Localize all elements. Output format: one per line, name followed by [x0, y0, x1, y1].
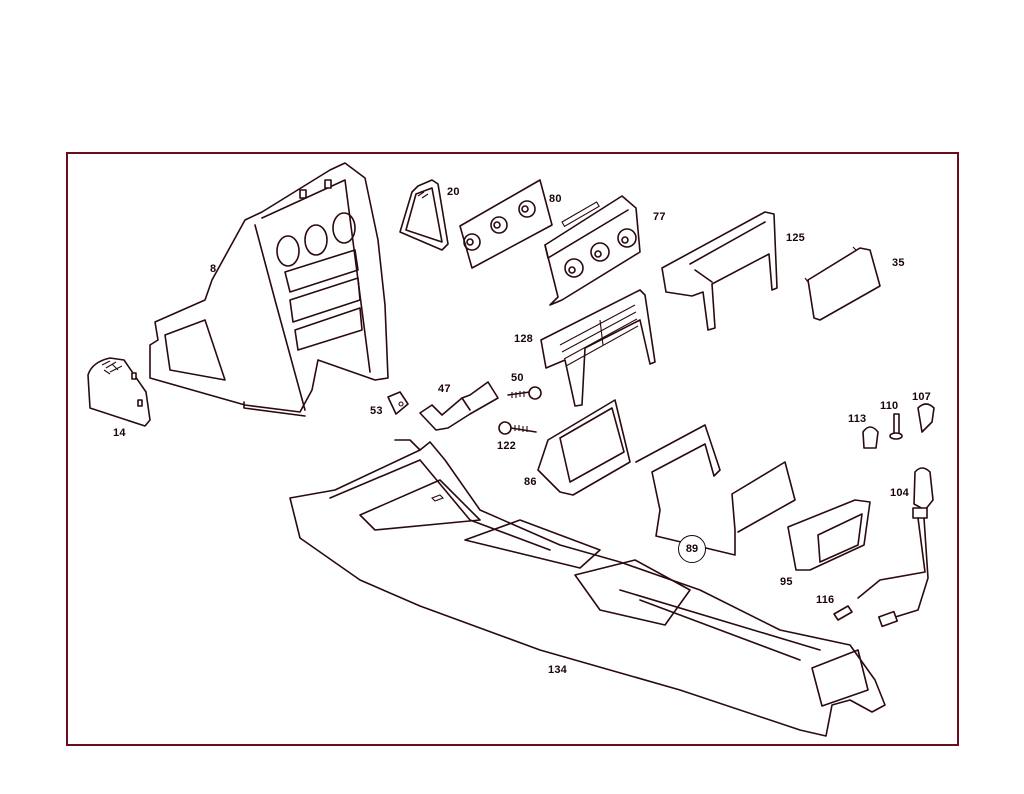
- label-part-80: 80: [549, 193, 562, 205]
- label-part-47: 47: [438, 383, 451, 395]
- part-86-pocket: [537, 399, 631, 496]
- part-128-vent-frame: [540, 289, 656, 407]
- part-80-knob-panel: [459, 179, 553, 269]
- label-part-122: 122: [497, 440, 516, 452]
- part-14-side-cover: [87, 357, 151, 427]
- part-89-bracket: [635, 424, 796, 556]
- part-104-socket-cable: [857, 467, 934, 628]
- part-122-screw: [498, 421, 537, 435]
- label-part-116: 116: [816, 594, 835, 606]
- part-53-clip: [387, 391, 409, 415]
- part-8-front-frame: [149, 162, 389, 417]
- part-113-plug: [862, 426, 879, 449]
- part-20-trim-frame: [399, 179, 449, 251]
- diagram-frame: [66, 152, 959, 746]
- part-125-bracket: [661, 211, 778, 331]
- label-part-35: 35: [892, 257, 905, 269]
- label-part-8: 8: [210, 263, 217, 275]
- label-part-86: 86: [524, 476, 537, 488]
- label-part-14: 14: [113, 427, 126, 439]
- label-part-125: 125: [786, 232, 805, 244]
- part-95-tray: [787, 499, 871, 571]
- part-107-bulb-holder: [917, 403, 935, 433]
- label-part-113: 113: [848, 413, 867, 425]
- label-part-53: 53: [370, 405, 383, 417]
- label-part-95: 95: [780, 576, 793, 588]
- part-77-control-panel: [544, 195, 641, 306]
- label-part-77: 77: [653, 211, 666, 223]
- label-part-134: 134: [548, 664, 567, 676]
- label-part-107: 107: [912, 391, 931, 403]
- label-part-89-circled: 89: [678, 535, 706, 563]
- label-part-104: 104: [890, 487, 909, 499]
- part-50-screw: [507, 386, 542, 400]
- part-116-bulb: [833, 605, 853, 621]
- part-35-cover-plate: [804, 246, 881, 321]
- part-110-pin: [889, 413, 903, 440]
- label-part-110: 110: [880, 400, 899, 412]
- part-47-bracket: [419, 381, 499, 431]
- label-part-20: 20: [447, 186, 460, 198]
- label-part-50: 50: [511, 372, 524, 384]
- part-134-console-housing: [289, 439, 886, 737]
- label-part-128: 128: [514, 333, 533, 345]
